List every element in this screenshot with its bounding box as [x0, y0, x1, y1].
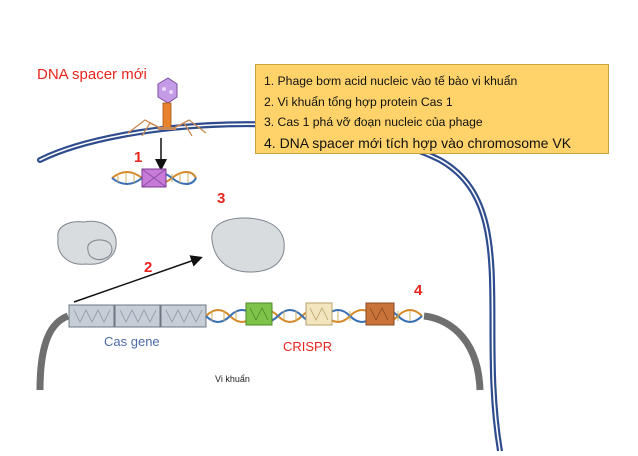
legend-item-3: 3. Cas 1 phá vỡ đoạn nucleic của phage	[264, 115, 483, 129]
cas-protein-shape	[211, 217, 285, 273]
crispr-spacer-green	[245, 302, 273, 326]
legend-box: 1. Phage bơm acid nucleic vào tế bào vi …	[255, 64, 609, 154]
crispr-spacer-brown	[365, 302, 395, 326]
crispr-label: CRISPR	[283, 339, 333, 354]
bacteriophage-icon	[127, 77, 207, 137]
translation-arrow	[73, 255, 203, 303]
legend-item-1: 1. Phage bơm acid nucleic vào tế bào vi …	[264, 74, 518, 88]
bacterium-label: Vi khuẩn	[215, 374, 250, 384]
step-number-4: 4	[414, 282, 423, 299]
diagram-title: DNA spacer mới	[37, 66, 147, 83]
step-number-1: 1	[134, 149, 143, 166]
phage-dna-helix	[111, 168, 197, 188]
cell-membrane	[37, 121, 503, 454]
legend-item-2: 2. Vi khuẩn tổng hợp protein Cas 1	[264, 94, 453, 109]
bacterial-chromosome	[36, 312, 484, 391]
step-number-3: 3	[217, 190, 226, 207]
legend-item-4: 4. DNA spacer mới tích hợp vào chromosom…	[264, 134, 572, 151]
cas-gene-blocks	[68, 304, 207, 328]
step-number-2: 2	[144, 259, 153, 276]
cas-gene-label: Cas gene	[104, 334, 160, 349]
cas-protein-shape	[57, 220, 117, 265]
crispr-spacer-cream	[305, 302, 333, 326]
